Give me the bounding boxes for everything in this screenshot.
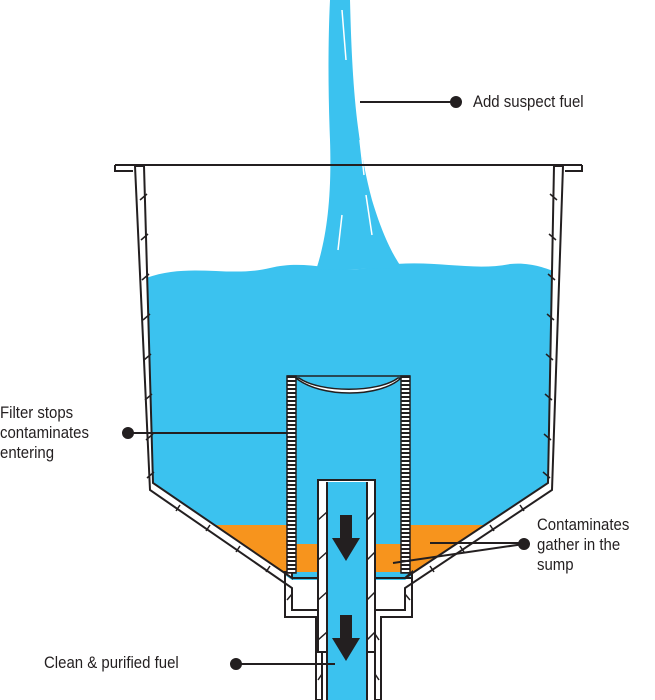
filter-element	[286, 375, 411, 574]
flow-arrow-icon	[332, 615, 360, 661]
bowl-wall	[114, 164, 583, 700]
label-add-fuel: Add suspect fuel	[473, 92, 584, 111]
label-sump: Contaminates gather in the sump	[537, 515, 629, 575]
label-filter: Filter stops contaminates entering	[0, 403, 89, 463]
flow-arrow-icon	[332, 515, 360, 561]
leader-lines	[122, 96, 530, 670]
label-line: sump	[537, 555, 574, 574]
label-clean-fuel: Clean & purified fuel	[44, 653, 179, 672]
label-line: contaminates	[0, 423, 89, 442]
label-line: entering	[0, 443, 55, 462]
label-line: Filter stops	[0, 403, 74, 422]
label-line: Contaminates	[537, 515, 630, 534]
fuel-stream	[316, 0, 402, 270]
label-line: gather in the	[537, 535, 621, 554]
outlet-pipe	[317, 479, 376, 700]
